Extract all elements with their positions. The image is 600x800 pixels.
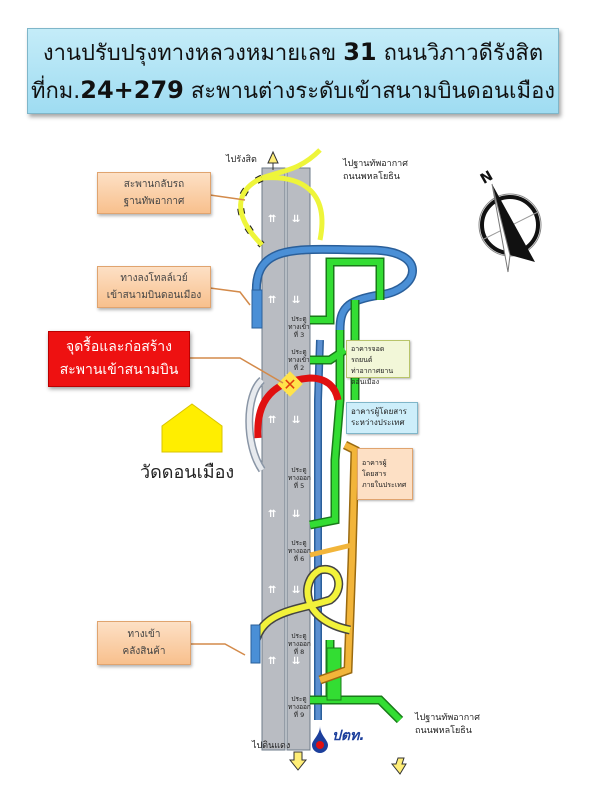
arrow-south-icon bbox=[288, 751, 308, 771]
gate-exit-6: ประตู ทางออก ที่ 6 bbox=[288, 539, 311, 563]
title-banner: งานปรับปรุงทางหลวงหมายเลข 31 ถนนวิภาวดีร… bbox=[27, 28, 559, 114]
ptt-logo-icon bbox=[312, 726, 328, 753]
lane-arrow-up-icon: ⇈ bbox=[268, 214, 276, 225]
gate-text: ทางออก bbox=[288, 547, 311, 555]
callout-text: จุดรื้อและก่อสร้าง bbox=[66, 339, 172, 355]
lane-arrow-down-icon: ⇊ bbox=[292, 415, 300, 426]
label-text: ไปฐานทัพอากาศ bbox=[415, 713, 480, 723]
gate-text: ที่ 8 bbox=[293, 648, 305, 656]
label-domestic-terminal: อาคารผู้โดยสาร ภายในประเทศ bbox=[357, 448, 413, 500]
gate-text: ประตู bbox=[291, 315, 307, 323]
gate-exit-8: ประตู ทางออก ที่ 8 bbox=[288, 632, 311, 656]
km-prefix: ที่กม. bbox=[30, 79, 81, 104]
gate-text: ที่ 6 bbox=[293, 555, 305, 563]
leader-line bbox=[190, 643, 246, 656]
toll-booth-cargo bbox=[250, 624, 261, 664]
yellow-cargo-loop bbox=[252, 566, 351, 646]
gate-exit-5: ประตู ทางออก ที่ 5 bbox=[288, 466, 311, 490]
x-icon: ✕ bbox=[283, 375, 296, 394]
lane-arrow-up-icon: ⇈ bbox=[268, 295, 276, 306]
compass-north-label: N bbox=[478, 168, 496, 188]
title-line-2: ที่กม.24+279 สะพานต่างระดับเข้าสนามบินดอ… bbox=[28, 72, 558, 110]
lane-arrow-down-icon: ⇊ bbox=[292, 656, 300, 667]
demolition-marker bbox=[277, 371, 303, 397]
label-text: ถนนพหลโยธิน bbox=[415, 726, 472, 736]
label-to-airbase-top: ไปฐานทัพอากาศ ถนนพหลโยธิน bbox=[343, 158, 408, 184]
lane-arrow-up-icon: ⇈ bbox=[268, 509, 276, 520]
label-text: ไปฐานทัพอากาศ bbox=[343, 159, 408, 169]
gate-entrance-3: ประตู ทางเข้า ที่ 3 bbox=[288, 315, 310, 339]
label-international-terminal: อาคารผู้โดยสาร ระหว่างประเทศ bbox=[346, 402, 418, 434]
gate-text: ทางออก bbox=[288, 474, 311, 482]
leader-line bbox=[209, 287, 251, 306]
ptt-logo-text: ปตท. bbox=[332, 728, 365, 744]
gate-text: ประตู bbox=[291, 348, 307, 356]
gate-exit-9: ประตู ทางออก ที่ 9 bbox=[288, 695, 311, 719]
callout-text: สะพานเข้าสนามบิน bbox=[59, 362, 179, 378]
gate-text: ทางเข้า bbox=[288, 356, 310, 364]
label-to-rangsit: ไปรังสิต bbox=[226, 155, 257, 165]
label-text: อาคารจอดรถยนต์ bbox=[351, 345, 385, 364]
gate-text: ที่ 2 bbox=[293, 364, 305, 372]
label-text: ท่าอากาศยาน bbox=[351, 367, 394, 375]
gate-text: ทางออก bbox=[288, 703, 311, 711]
road-name: ถนนวิภาวดีรังสิต bbox=[383, 41, 544, 66]
blue-airport-road bbox=[315, 339, 323, 720]
title-line-1: งานปรับปรุงทางหลวงหมายเลข 31 ถนนวิภาวดีร… bbox=[28, 34, 558, 72]
gate-text: ประตู bbox=[291, 539, 307, 547]
gate-text: ทางเข้า bbox=[288, 323, 310, 331]
callout-text: ฐานทัพอากาศ bbox=[123, 196, 185, 207]
gate-text: ประตู bbox=[291, 466, 307, 474]
temple-label: วัดดอนเมือง bbox=[140, 462, 235, 483]
gate-text: ที่ 9 bbox=[293, 711, 305, 719]
label-text: ดอนเมือง bbox=[351, 378, 380, 386]
arrow-north-icon bbox=[267, 150, 279, 170]
lane-arrow-up-icon: ⇈ bbox=[268, 415, 276, 426]
gate-text: ประตู bbox=[291, 695, 307, 703]
km-marker: 24+279 bbox=[80, 76, 184, 104]
title-text: งานปรับปรุงทางหลวงหมายเลข bbox=[42, 41, 337, 66]
lane-arrow-up-icon: ⇈ bbox=[268, 656, 276, 667]
red-airport-bridge bbox=[254, 374, 342, 439]
compass-icon: N bbox=[478, 168, 542, 273]
callout-cargo-entrance: ทางเข้า คลังสินค้า bbox=[97, 621, 191, 665]
label-text: อาคารผู้โดยสาร bbox=[362, 458, 387, 478]
callout-demolition-point: จุดรื้อและก่อสร้าง สะพานเข้าสนามบิน bbox=[48, 331, 190, 387]
lane-arrow-up-icon: ⇈ bbox=[268, 585, 276, 596]
gate-text: ทางออก bbox=[288, 640, 311, 648]
lane-arrow-down-icon: ⇊ bbox=[292, 585, 300, 596]
label-to-din-daeng: ไปดินแดง bbox=[252, 741, 291, 751]
callout-text: สะพานกลับรถ bbox=[123, 179, 185, 190]
lane-arrow-down-icon: ⇊ bbox=[292, 295, 300, 306]
gate-text: ที่ 5 bbox=[293, 482, 305, 490]
label-text: ถนนพหลโยธิน bbox=[343, 172, 400, 182]
callout-text: ทางเข้า bbox=[127, 629, 161, 640]
leader-line bbox=[209, 194, 246, 201]
callout-tollway-ramp: ทางลงโทลล์เวย์ เข้าสนามบินดอนเมือง bbox=[97, 266, 211, 308]
callout-text: คลังสินค้า bbox=[122, 646, 166, 657]
u-turn-yellow-left bbox=[238, 175, 264, 247]
highway-number: 31 bbox=[343, 38, 377, 66]
temple-icon bbox=[161, 403, 223, 453]
orange-domestic-route bbox=[318, 442, 359, 683]
leader-line bbox=[190, 357, 284, 384]
gate-text: ที่ 3 bbox=[293, 331, 305, 339]
label-text: ระหว่างประเทศ bbox=[351, 418, 405, 427]
lane-arrow-down-icon: ⇊ bbox=[292, 214, 300, 225]
gate-entrance-2: ประตู ทางเข้า ที่ 2 bbox=[288, 348, 310, 372]
gate-text: ประตู bbox=[291, 632, 307, 640]
label-text: ภายในประเทศ bbox=[362, 480, 407, 489]
lane-arrow-down-icon: ⇊ bbox=[292, 509, 300, 520]
label-parking-building: อาคารจอดรถยนต์ ท่าอากาศยาน ดอนเมือง bbox=[346, 340, 410, 386]
callout-u-turn-bridge: สะพานกลับรถ ฐานทัพอากาศ bbox=[97, 172, 211, 214]
u-turn-yellow-right bbox=[261, 175, 325, 241]
callout-text: เข้าสนามบินดอนเมือง bbox=[106, 290, 202, 301]
label-to-airbase-bottom: ไปฐานทัพอากาศ ถนนพหลโยธิน bbox=[415, 712, 480, 738]
bridge-name: สะพานต่างระดับเข้าสนามบินดอนเมือง bbox=[190, 79, 556, 104]
toll-booth-blue bbox=[251, 289, 263, 329]
callout-text: ทางลงโทลล์เวย์ bbox=[120, 273, 188, 284]
arrow-southeast-icon bbox=[390, 757, 407, 775]
label-text: อาคารผู้โดยสาร bbox=[351, 407, 407, 416]
